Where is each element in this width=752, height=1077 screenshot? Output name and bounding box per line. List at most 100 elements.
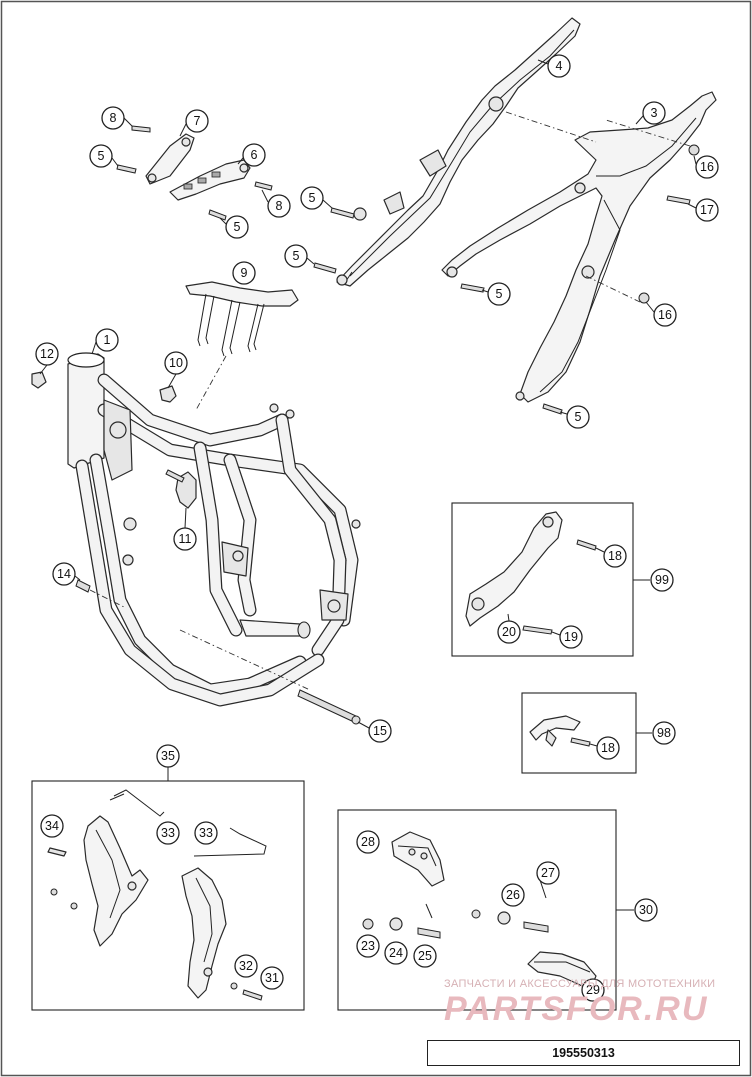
callout-26: 26 [501, 883, 525, 907]
svg-text:33: 33 [199, 826, 213, 840]
callout-8: 8 [101, 106, 125, 130]
callout-1: 1 [95, 328, 119, 352]
svg-text:16: 16 [700, 160, 714, 174]
svg-text:19: 19 [564, 630, 578, 644]
svg-text:31: 31 [265, 971, 279, 985]
callout-32: 32 [234, 954, 258, 978]
callout-8: 8 [267, 194, 291, 218]
bracket-bolts [116, 125, 273, 221]
springs-pins-30 [362, 879, 549, 939]
callout-34: 34 [40, 814, 64, 838]
svg-text:7: 7 [194, 114, 201, 128]
callout-31: 31 [260, 966, 284, 990]
callout-23: 23 [356, 934, 380, 958]
callout-5: 5 [225, 215, 249, 239]
svg-text:29: 29 [586, 983, 600, 997]
callout-5: 5 [487, 282, 511, 306]
svg-text:20: 20 [502, 625, 516, 639]
svg-text:26: 26 [506, 888, 520, 902]
svg-text:27: 27 [541, 866, 555, 880]
small-bolts-35 [50, 888, 263, 1001]
main-frame-1 [67, 352, 361, 707]
svg-text:23: 23 [361, 939, 375, 953]
cable-ties-33 [109, 789, 267, 857]
tank-bracket-9 [185, 281, 299, 357]
callout-5: 5 [89, 144, 113, 168]
svg-text:1: 1 [104, 333, 111, 347]
bracket-6 [169, 159, 251, 201]
svg-text:11: 11 [179, 532, 192, 546]
svg-text:30: 30 [639, 903, 653, 917]
leader-lines [39, 59, 697, 747]
callout-18: 18 [596, 736, 620, 760]
callout-4: 4 [547, 54, 571, 78]
callout-11: 11 [173, 527, 197, 551]
callout-19: 19 [559, 625, 583, 649]
svg-text:4: 4 [556, 59, 563, 73]
svg-text:5: 5 [496, 287, 503, 301]
callout-12: 12 [35, 342, 59, 366]
svg-text:6: 6 [251, 148, 258, 162]
sidestand-bracket-99 [465, 511, 597, 635]
svg-text:3: 3 [651, 106, 658, 120]
callout-25: 25 [413, 944, 437, 968]
callout-29: 29 [581, 978, 605, 1002]
callout-27: 27 [536, 861, 560, 885]
callout-5: 5 [300, 186, 324, 210]
clip-10 [159, 385, 177, 403]
svg-text:5: 5 [575, 410, 582, 424]
callout-16: 16 [695, 155, 719, 179]
callout-15: 15 [368, 719, 392, 743]
svg-text:12: 12 [40, 347, 54, 361]
svg-text:98: 98 [657, 726, 671, 740]
svg-text:34: 34 [45, 819, 59, 833]
callout-9: 9 [232, 261, 256, 285]
svg-text:5: 5 [309, 191, 316, 205]
callout-33: 33 [156, 821, 180, 845]
svg-text:14: 14 [57, 567, 71, 581]
callout-30: 30 [634, 898, 658, 922]
frame-protector-left [83, 815, 149, 947]
svg-text:18: 18 [601, 741, 615, 755]
watermark-top-text: ЗАПЧАСТИ И АКСЕССУАРЫ ДЛЯ МОТОТЕХНИКИ [444, 978, 716, 990]
svg-text:5: 5 [234, 220, 241, 234]
svg-text:17: 17 [700, 203, 714, 217]
callout-16: 16 [653, 303, 677, 327]
watermark-logo: PARTSFOR.RU [444, 990, 709, 1028]
callout-17: 17 [695, 198, 719, 222]
frame-protector-right [181, 867, 227, 999]
callout-33: 33 [194, 821, 218, 845]
callout-28: 28 [356, 830, 380, 854]
holder-11 [165, 469, 197, 509]
svg-text:28: 28 [361, 835, 375, 849]
callout-18: 18 [603, 544, 627, 568]
svg-text:35: 35 [161, 749, 175, 763]
svg-text:16: 16 [658, 308, 672, 322]
clamp-98 [529, 715, 591, 747]
part-number: 195550313 [552, 1046, 615, 1060]
callout-35: 35 [156, 744, 180, 768]
svg-text:8: 8 [110, 111, 117, 125]
svg-text:5: 5 [293, 249, 300, 263]
svg-text:99: 99 [655, 573, 669, 587]
callout-20: 20 [497, 620, 521, 644]
callout-14: 14 [52, 562, 76, 586]
svg-text:15: 15 [373, 724, 387, 738]
callout-99: 99 [650, 568, 674, 592]
callout-6: 6 [242, 143, 266, 167]
callout-10: 10 [164, 351, 188, 375]
clip-12 [31, 371, 47, 389]
svg-text:9: 9 [241, 266, 248, 280]
clip-34 [47, 847, 67, 857]
callout-7: 7 [185, 109, 209, 133]
svg-text:8: 8 [276, 199, 283, 213]
part-number-box: 195550313 [427, 1040, 740, 1066]
footpeg-28 [391, 831, 445, 887]
callout-5: 5 [284, 244, 308, 268]
svg-text:18: 18 [608, 549, 622, 563]
callout-98: 98 [652, 721, 676, 745]
subframe-upper-rail [336, 17, 581, 287]
svg-text:10: 10 [169, 356, 183, 370]
callout-5: 5 [566, 405, 590, 429]
